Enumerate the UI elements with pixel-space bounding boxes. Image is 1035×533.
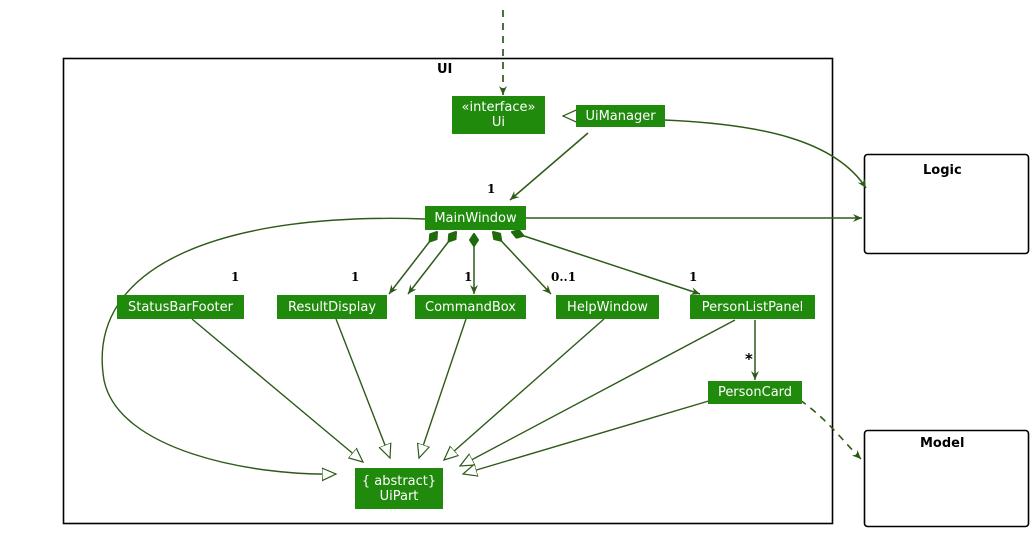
class-box-ui-interface[interactable]: «interface» Ui [452, 96, 545, 134]
class-name-ui: Ui [491, 115, 506, 130]
class-name-mainwindow: MainWindow [434, 210, 517, 226]
comp-mainwindow-to-personlistpanel [512, 232, 701, 294]
comp-mainwindow-to-statusbarfooter [388, 232, 437, 295]
gen-resultdisplay-to-uipart [335, 318, 390, 458]
gen-mainwindow-to-uipart [101, 217, 426, 474]
class-stereotype-uipart: { abstract} [361, 473, 437, 489]
class-name-helpwindow: HelpWindow [567, 299, 648, 315]
class-box-commandbox[interactable]: CommandBox [415, 295, 526, 319]
class-stereotype-ui: «interface» [461, 100, 536, 115]
class-name-commandbox: CommandBox [425, 299, 516, 315]
comp-mainwindow-to-resultdisplay [407, 232, 456, 295]
multiplicity-statusbarfooter: 1 [231, 270, 240, 284]
class-box-personlistpanel[interactable]: PersonListPanel [690, 295, 815, 319]
multiplicity-commandbox: 1 [464, 270, 473, 284]
multiplicity-personcard: * [745, 350, 753, 368]
class-name-resultdisplay: ResultDisplay [287, 299, 377, 315]
package-frame-logic [863, 153, 1030, 255]
assoc-uimanager-to-mainwindow [509, 132, 589, 201]
multiplicity-helpwindow: 0..1 [551, 270, 577, 284]
class-box-uimanager[interactable]: UiManager [576, 105, 665, 127]
class-name-uipart: UiPart [379, 488, 419, 504]
class-name-personcard: PersonCard [717, 385, 793, 400]
gen-commandbox-to-uipart [419, 318, 467, 458]
class-name-uimanager: UiManager [585, 108, 656, 124]
class-box-uipart[interactable]: { abstract} UiPart [355, 468, 443, 509]
multiplicity-resultdisplay: 1 [351, 270, 360, 284]
package-label-logic: Logic [923, 163, 962, 178]
class-box-helpwindow[interactable]: HelpWindow [556, 295, 659, 319]
multiplicity-mainwindow-from-uimanager: 1 [487, 182, 496, 196]
gen-personcard-to-uipart [463, 399, 713, 474]
assoc-uimanager-to-logic [663, 119, 867, 189]
class-box-personcard[interactable]: PersonCard [708, 381, 802, 404]
class-box-resultdisplay[interactable]: ResultDisplay [277, 295, 387, 319]
dependency-personcard-to-model [799, 399, 862, 460]
gen-statusbarfooter-to-uipart [191, 318, 363, 462]
package-label-model: Model [920, 436, 965, 451]
package-frame-model [863, 429, 1030, 528]
package-label-ui: UI [437, 62, 453, 77]
class-name-personlistpanel: PersonListPanel [701, 299, 804, 315]
class-box-mainwindow[interactable]: MainWindow [425, 206, 526, 230]
multiplicity-personlistpanel: 1 [689, 270, 698, 284]
gen-helpwindow-to-uipart [444, 318, 605, 460]
class-name-statusbarfooter: StatusBarFooter [127, 299, 233, 315]
package-frame-ui [62, 57, 834, 525]
gen-personlistpanel-to-uipart [460, 319, 736, 466]
class-box-statusbarfooter[interactable]: StatusBarFooter [117, 295, 244, 319]
